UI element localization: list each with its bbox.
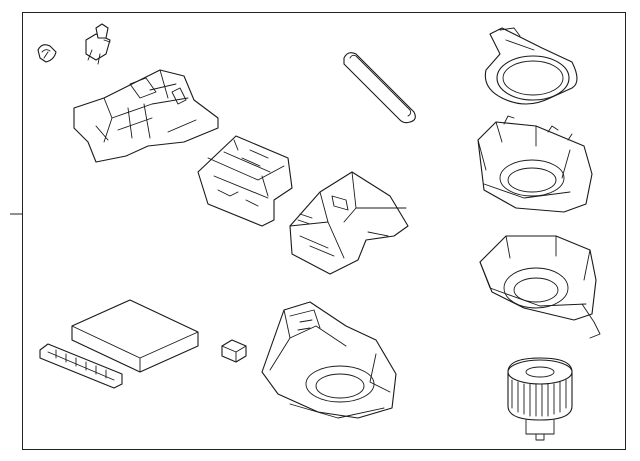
heater-core-housing-part: [289, 171, 409, 275]
resistor-part: [221, 339, 247, 363]
blower-housing-assembly-part: [261, 301, 397, 419]
diagram-frame: [22, 12, 626, 450]
blower-motor-part: [507, 357, 573, 441]
mode-door-housing-part: [197, 135, 293, 227]
cabin-filter-cover-part: [39, 343, 123, 389]
cabin-air-filter-part: [71, 299, 199, 373]
lower-blower-case-part: [479, 235, 601, 339]
connector-part: [85, 23, 111, 65]
upper-blower-case-part: [477, 115, 593, 213]
clip-part: [37, 44, 57, 63]
blower-cover-part: [484, 27, 578, 105]
seal-gasket-part: [343, 52, 416, 124]
air-duct-part: [73, 69, 219, 163]
